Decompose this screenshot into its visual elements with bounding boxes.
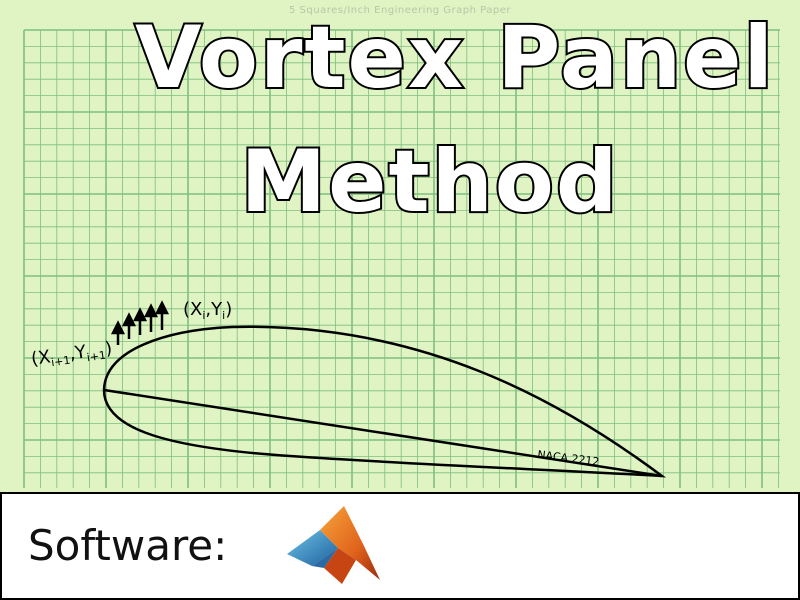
graph-paper-heading: 5 Squares/Inch Engineering Graph Paper bbox=[289, 5, 511, 16]
vortex-arrows bbox=[110, 300, 170, 345]
title-line-2: Method bbox=[239, 130, 620, 234]
label-xi-yi: (Xi,Yi) bbox=[183, 299, 232, 322]
software-footer: Software: bbox=[0, 492, 800, 600]
graph-paper: (Xi,Yi) (Xi+1,Yi+1) NACA 2212 5 Squares/… bbox=[0, 0, 800, 492]
camber-chord-line bbox=[103, 388, 663, 478]
title-line-1: Vortex Panel bbox=[133, 6, 775, 110]
airfoil-name: NACA 2212 bbox=[537, 448, 600, 468]
label-xi1-yi1: (Xi+1,Yi+1) bbox=[30, 338, 114, 372]
matlab-logo-icon bbox=[287, 506, 380, 584]
software-label: Software: bbox=[28, 521, 228, 570]
graph-grid: (Xi,Yi) (Xi+1,Yi+1) NACA 2212 bbox=[23, 29, 780, 488]
